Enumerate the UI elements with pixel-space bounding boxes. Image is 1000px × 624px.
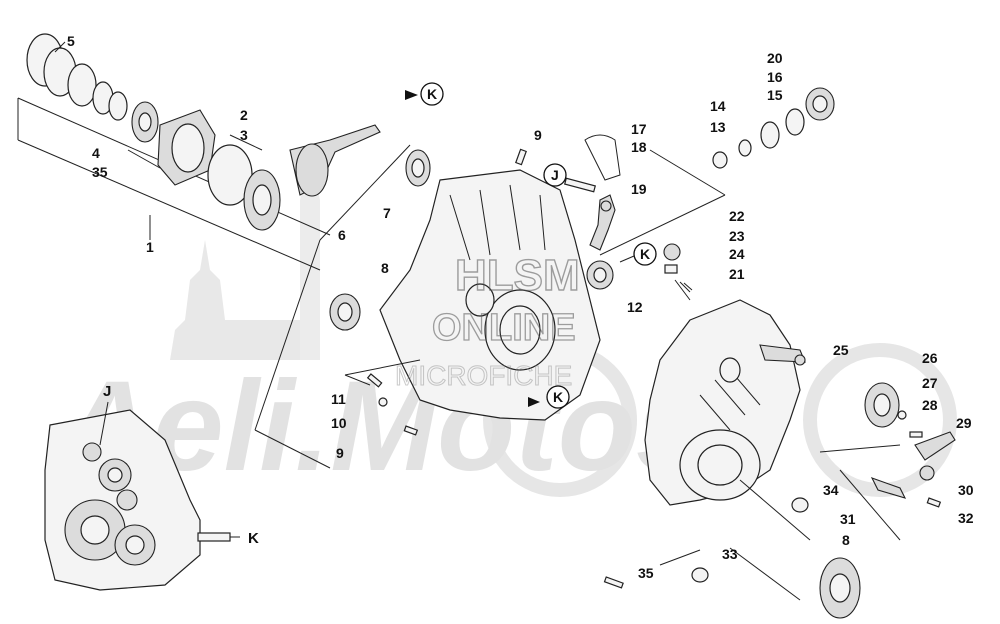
callout-13: 13 (710, 119, 726, 135)
assembled-inset (44, 401, 240, 591)
watermark-line2: ONLINE (432, 307, 576, 349)
callout-32: 32 (958, 510, 974, 526)
center-housing (254, 144, 614, 469)
arrow-k-low (528, 397, 540, 407)
right-housing-cover (603, 299, 956, 619)
marker-k-mid-label: K (640, 246, 650, 262)
callout-15: 15 (767, 87, 783, 103)
callout-2: 2 (240, 107, 248, 123)
spacer-b (108, 91, 128, 121)
ring-15 (760, 121, 780, 149)
dowel-pin-9b (403, 425, 419, 436)
o-ring-27 (897, 410, 907, 420)
dowel-pin-9a (515, 148, 527, 166)
callout-5: 5 (67, 33, 75, 49)
callout-12: 12 (627, 299, 643, 315)
shaft-assembly (17, 33, 381, 271)
inset-k-label: K (248, 530, 259, 547)
inset-pin-j (82, 442, 102, 462)
watermark-line1: HLSM (455, 251, 580, 300)
washer-14 (738, 139, 752, 157)
ring-16 (785, 108, 805, 136)
bolt-35b (603, 576, 624, 589)
marker-j-mid-label: J (551, 167, 559, 183)
speed-sensor-31 (870, 477, 907, 499)
marker-k-low (546, 385, 570, 409)
callout-28: 28 (922, 397, 938, 413)
callout-3: 3 (240, 127, 248, 143)
inset-j-label: J (103, 383, 111, 400)
plug-22 (663, 243, 681, 261)
callout-31: 31 (840, 511, 856, 527)
o-ring-13 (712, 151, 728, 169)
hlsm-watermark: HLSM ONLINE MICROFICHE (395, 250, 581, 391)
callout-19: 19 (631, 181, 647, 197)
nut-30 (919, 465, 935, 481)
callout-9-low: 9 (336, 445, 344, 461)
callout-6: 6 (338, 227, 346, 243)
callout-18: 18 (631, 139, 647, 155)
callout-4: 4 (92, 145, 100, 161)
washer-10 (378, 397, 388, 407)
callout-26: 26 (922, 350, 938, 366)
shift-pin (563, 177, 597, 193)
callout-33: 33 (722, 546, 738, 562)
plug-34 (791, 497, 809, 513)
callout-10: 10 (331, 415, 347, 431)
marker-j-mid (543, 163, 567, 187)
callout-35-low: 35 (638, 565, 654, 581)
callout-11: 11 (331, 391, 346, 407)
shift-parts (563, 87, 835, 301)
callout-29: 29 (956, 415, 972, 431)
callout-9-top: 9 (534, 127, 542, 143)
marker-k-low-label: K (553, 389, 563, 405)
bolt-11 (366, 373, 383, 388)
marker-k-mid (633, 242, 657, 266)
bolt-28 (909, 431, 923, 438)
spring-23 (664, 264, 678, 274)
callout-17: 17 (631, 121, 647, 137)
callout-23: 23 (729, 228, 745, 244)
callout-20: 20 (767, 50, 783, 66)
callout-34: 34 (823, 482, 839, 498)
marker-k-top-label: K (427, 86, 437, 102)
plug-33 (691, 567, 709, 583)
watermark-line3: MICROFICHE (395, 360, 572, 391)
callout-7: 7 (383, 205, 391, 221)
callout-1: 1 (146, 239, 154, 255)
callout-24: 24 (729, 246, 745, 262)
spring-24 (674, 279, 693, 301)
callout-22: 22 (729, 208, 745, 224)
washer (67, 63, 97, 107)
callout-16: 16 (767, 69, 783, 85)
callout-30: 30 (958, 482, 974, 498)
callout-8-left: 8 (381, 260, 389, 276)
callout-8-right: 8 (842, 532, 850, 548)
bolt-32 (926, 497, 942, 508)
reference-markers: K J K K J K (103, 82, 657, 547)
arrow-k-top (405, 90, 418, 100)
callout-labels: 5 2 3 4 35 1 6 7 8 9 11 10 9 12 17 18 19… (54, 33, 974, 581)
callout-21: 21 (729, 266, 745, 282)
callout-27: 27 (922, 375, 938, 391)
inset-output-shaft (197, 532, 231, 542)
marker-k-top (420, 82, 444, 106)
callout-14: 14 (710, 98, 726, 114)
callout-25: 25 (833, 342, 849, 358)
bracket-29 (914, 431, 956, 461)
callout-35-top: 35 (92, 164, 108, 180)
